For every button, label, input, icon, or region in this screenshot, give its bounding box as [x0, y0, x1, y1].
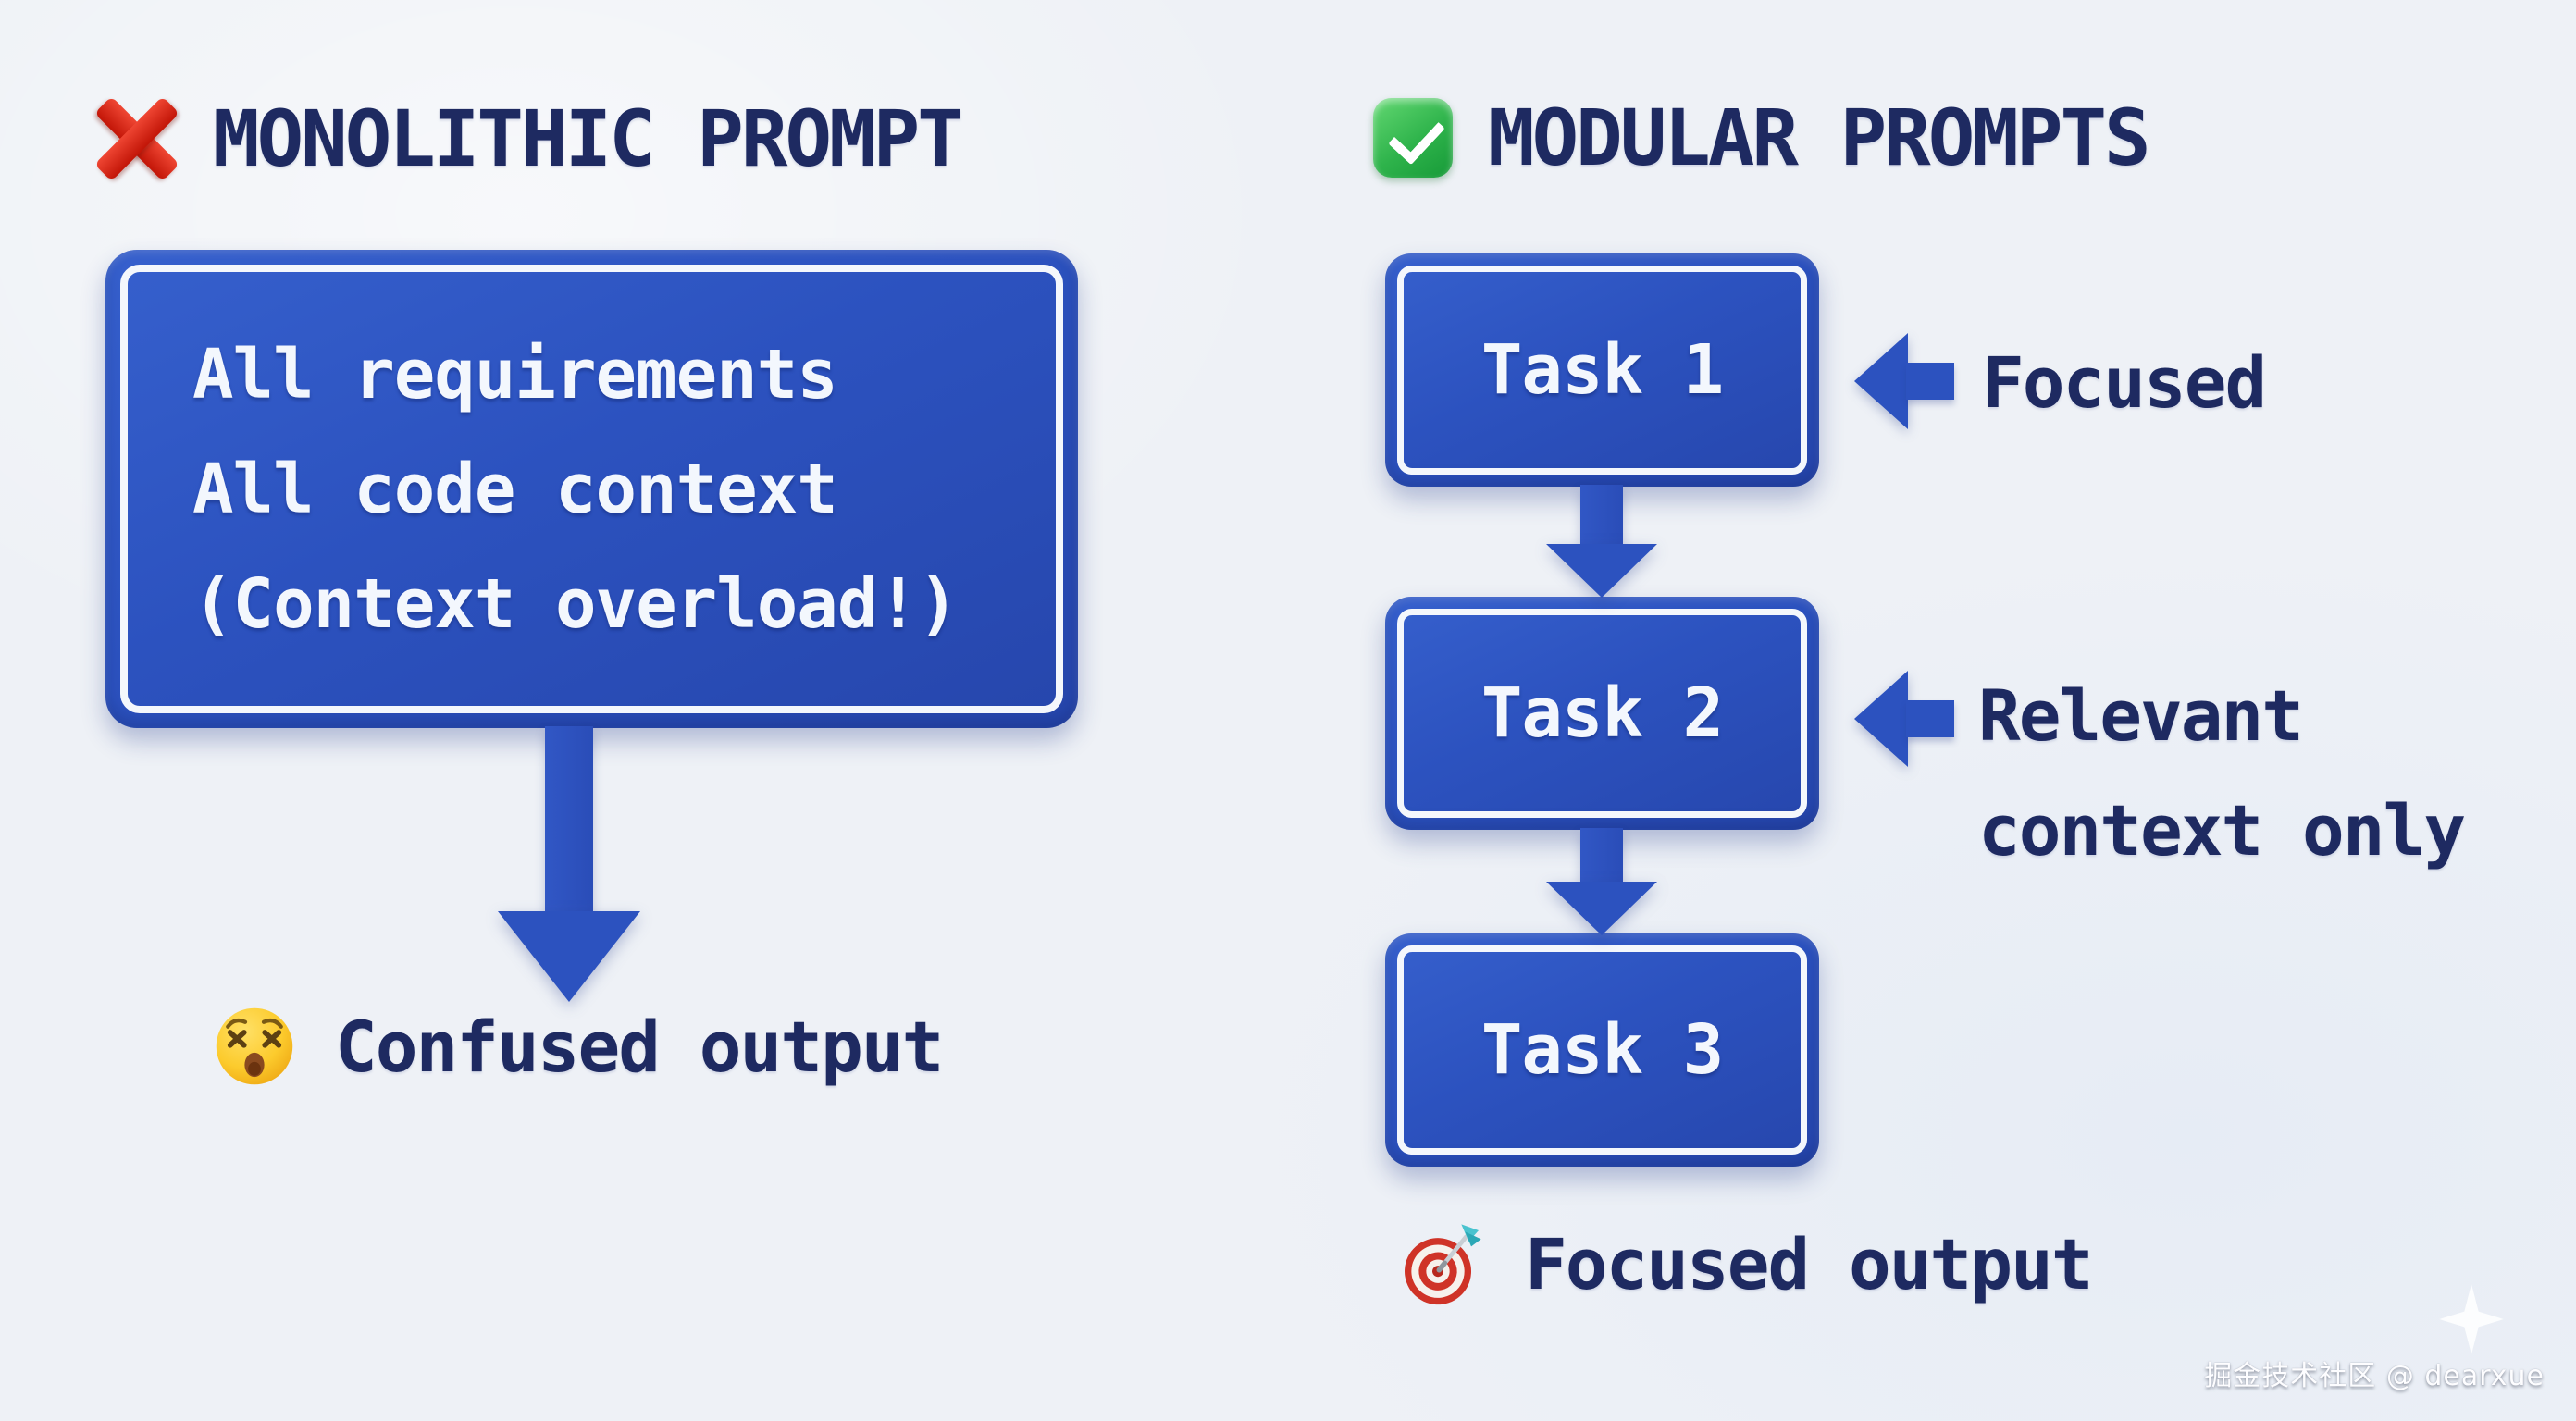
monolithic-heading-label: MONOLITHIC PROMPT	[213, 93, 964, 184]
left-arrow-tail	[1906, 700, 1954, 737]
down-arrow-stem	[545, 726, 593, 913]
annotation-line: Focused	[1982, 341, 2267, 424]
down-arrow-head	[498, 911, 640, 1002]
modular-heading: MODULAR PROMPTS	[1373, 93, 2151, 183]
task-2-box: Task 2	[1385, 597, 1819, 830]
monolithic-heading: MONOLITHIC PROMPT	[94, 93, 964, 184]
down-arrow-stem	[1580, 485, 1623, 546]
target-icon	[1405, 1224, 1481, 1305]
annotation-line: Relevant	[1978, 674, 2304, 757]
watermark-text: 掘金技术社区 @ dearxue	[2204, 1360, 2545, 1392]
confused-output-label: Confused output	[335, 1005, 944, 1088]
monolithic-box-content: All requirements All code context (Conte…	[105, 250, 1078, 728]
modular-heading-label: MODULAR PROMPTS	[1488, 93, 2151, 183]
down-arrow-head	[1546, 882, 1657, 935]
left-arrow-tail	[1906, 363, 1954, 400]
focused-output-row: Focused output	[1397, 1219, 2094, 1308]
box-line: All requirements	[192, 334, 838, 414]
left-arrow-icon	[1854, 671, 1956, 767]
task-2-annotation: Relevant context only	[1978, 659, 2466, 888]
task-1-box: Task 1	[1385, 253, 1819, 487]
box-line: (Context overload!)	[192, 563, 959, 644]
focused-output-label: Focused output	[1525, 1222, 2094, 1305]
box-line: All code context	[192, 449, 838, 529]
task-1-label: Task 1	[1480, 330, 1724, 410]
task-3-label: Task 3	[1480, 1010, 1724, 1090]
cross-mark-icon	[94, 96, 180, 181]
confused-output-row: Confused output	[213, 1005, 944, 1088]
monolithic-prompt-box: All requirements All code context (Conte…	[105, 250, 1078, 728]
dizzy-face-icon	[216, 1007, 293, 1085]
down-arrow-stem	[1580, 828, 1623, 883]
sparkle-decoration	[2439, 1284, 2504, 1354]
left-arrow-icon	[1854, 333, 1956, 429]
annotation-line: context only	[1978, 789, 2466, 871]
task-1-annotation: Focused	[1982, 326, 2267, 440]
task-2-label: Task 2	[1480, 673, 1724, 753]
down-arrow-head	[1546, 544, 1657, 598]
left-arrow-head	[1854, 333, 1908, 429]
check-mark-icon	[1373, 98, 1453, 178]
left-arrow-head	[1854, 671, 1908, 767]
task-3-box: Task 3	[1385, 933, 1819, 1167]
